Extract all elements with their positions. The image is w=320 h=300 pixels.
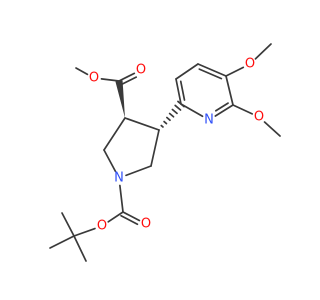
bond-o_boc_single-c_tbu (73, 227, 96, 237)
atom-label-o-boc-single: O (97, 219, 107, 234)
bond-c2-n1 (103, 149, 117, 173)
bond-line (61, 212, 75, 237)
atom-label-o-ester-single: O (89, 71, 99, 86)
bond-py_c6-o_meo6 (232, 104, 254, 115)
bond-line (49, 235, 75, 249)
bond-c3-c_ester (115, 80, 125, 118)
bond-line (107, 211, 124, 223)
bond-c4-py_c2 (160, 100, 185, 128)
bond-line-second (120, 214, 139, 226)
bond-line (73, 227, 96, 237)
bond-o_ester_single-c_ester (100, 78, 120, 82)
bond-line (124, 117, 160, 131)
bond-line (100, 78, 120, 82)
bond-c_tbu-me_c (73, 235, 87, 262)
bond-line (125, 165, 152, 177)
atom-label-py-n1: N (204, 113, 214, 128)
bond-c_boc-o_boc_single (107, 211, 124, 223)
bond-line (232, 104, 254, 115)
bond-c5-c4 (150, 129, 160, 167)
hash-stroke (160, 124, 164, 128)
bond-c_ester-o_ester_double (118, 72, 138, 86)
bond-line (180, 103, 204, 118)
bond-line (263, 121, 281, 137)
bond-line (214, 104, 234, 117)
bond-py_c2-py_c3 (175, 78, 186, 105)
bond-py_c6-py_n1 (214, 102, 234, 117)
bond-line-inner (179, 80, 186, 101)
bond-line (225, 75, 234, 106)
bond-n1-c_boc (119, 184, 124, 213)
atom-label-o-boc-double: O (141, 217, 151, 232)
bond-line (119, 184, 124, 213)
bond-line (175, 78, 182, 105)
bond-c_boc-o_boc_double (120, 211, 141, 226)
hash-stroke (174, 104, 182, 111)
hash-stroke (163, 120, 168, 125)
hash-stroke (171, 108, 178, 115)
bond-line (103, 149, 117, 173)
bond-o_meo5-me_meo5 (254, 43, 272, 60)
bond-o_meo6-me_meo6 (263, 121, 281, 137)
atom-label-o-meo5: O (245, 57, 255, 72)
bond-line-inner (214, 102, 229, 112)
bond-line-second (120, 76, 138, 86)
bond-line (118, 72, 136, 82)
wedge-bond (115, 80, 125, 118)
atom-label-o-ester-double: O (136, 63, 146, 78)
atom-label-o-meo6: O (254, 110, 264, 125)
bond-line (175, 63, 199, 80)
bond-c3-c2 (103, 117, 126, 151)
bond-line (103, 117, 126, 151)
bond-line-inner (198, 68, 223, 80)
bond-c_tbu-me_b (61, 212, 75, 237)
bond-line (150, 129, 160, 167)
bond-line (225, 66, 245, 77)
bond-layer (49, 43, 281, 262)
bond-me1-o_ester_single (75, 67, 89, 76)
bond-line (75, 67, 89, 76)
bond-py_n1-py_c2 (180, 103, 204, 118)
bond-py_c3-py_c4 (175, 63, 199, 80)
hash-stroke (168, 112, 175, 118)
bond-n1-c5 (125, 165, 152, 177)
bond-py_c5-py_c6 (225, 75, 234, 106)
bond-py_c5-o_meo5 (225, 66, 245, 77)
hash-stroke (166, 116, 171, 122)
bond-py_c4-py_c5 (197, 63, 227, 80)
atom-label-layer: O O N O O N O O (89, 57, 264, 234)
bond-line (122, 211, 141, 222)
atom-label-n1: N (114, 171, 124, 186)
bond-line (254, 43, 272, 60)
bond-c3-c4 (124, 117, 160, 131)
bond-line (197, 63, 227, 77)
bond-c_tbu-me_a (49, 235, 75, 249)
molecule-structure-diagram: O O N O O N O O (49, 43, 281, 262)
bond-line (73, 235, 87, 262)
